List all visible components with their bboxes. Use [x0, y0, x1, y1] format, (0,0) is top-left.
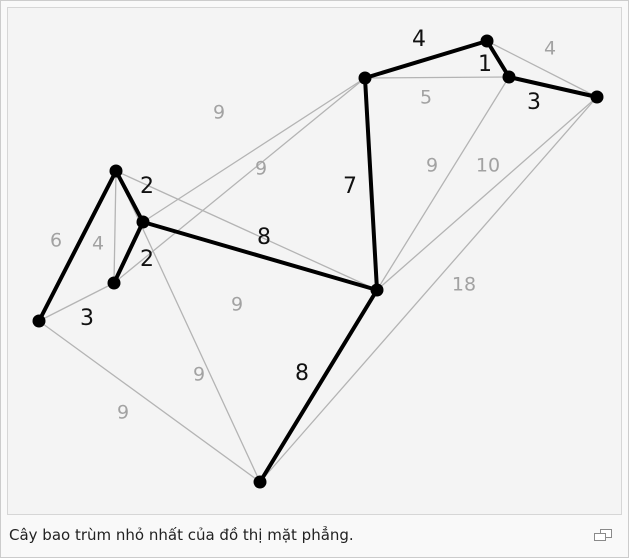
edge-weight-g-h: 1: [478, 52, 492, 77]
edge-weight-a-j: 9: [117, 402, 129, 424]
tree-edge-f-g: [363, 39, 489, 80]
edge-weight-j-i: 18: [452, 274, 476, 296]
edge-weight-c-e: 8: [257, 225, 271, 250]
edge-weight-a-d: 6: [50, 230, 62, 252]
edge-weight-e-i: 10: [476, 155, 500, 177]
tree-edge-e-f: [363, 76, 379, 292]
graph-figure[interactable]: 3 2 2 8 8 7 4 1 3 6 9 4 9 9 9 9 5 9 10 18 4: [7, 7, 622, 515]
tree-edge-h-i: [507, 75, 599, 99]
edge-weight-g-i: 4: [544, 38, 556, 60]
vertex-e: [370, 283, 384, 297]
tree-edge-e-j: [258, 288, 379, 484]
tree-edges: [37, 39, 599, 484]
edge-weight-b-e: 9: [231, 294, 243, 316]
graph-edge-a-d: [38, 282, 115, 322]
edge-weight-c-f: 9: [255, 158, 267, 180]
tree-edge-c-e: [141, 220, 379, 292]
edge-weight-e-j: 8: [295, 361, 309, 386]
graph-edge-a-j: [38, 320, 261, 483]
caption-text: Cây bao trùm nhỏ nhất của đồ thị mặt phẳ…: [9, 526, 354, 544]
graph-edge-e-h: [376, 76, 510, 291]
edge-weight-labels: 3 2 2 8 8 7 4 1 3 6 9 4 9 9 9 9 5 9 10 18 4: [50, 27, 556, 424]
graph-vertices: [32, 34, 604, 489]
edge-weight-b-c: 2: [140, 174, 154, 199]
vertex-d: [107, 276, 121, 290]
edge-weight-b-j: 9: [193, 364, 205, 386]
edge-weight-d-f: 9: [213, 102, 225, 124]
enlarge-icon[interactable]: [592, 527, 614, 543]
vertex-i: [590, 90, 604, 104]
graph-edge-b-e: [115, 170, 378, 291]
mst-graph-diagram: 3 2 2 8 8 7 4 1 3 6 9 4 9 9 9 9 5 9 10 18 4: [32, 27, 604, 489]
edge-weight-e-f: 7: [343, 174, 357, 199]
edge-weight-h-i: 3: [527, 90, 541, 115]
edge-weight-c-d: 2: [140, 247, 154, 272]
edge-weight-f-g: 4: [412, 27, 426, 52]
edge-weight-a-b: 3: [80, 306, 94, 331]
vertex-b: [109, 164, 123, 178]
graph-edge-f-h: [364, 76, 510, 79]
graph-edge-c-f: [142, 77, 366, 223]
graph-edge-g-i: [486, 40, 598, 98]
graph-edge-b-j: [115, 170, 261, 483]
graph-edge-j-i: [259, 96, 598, 483]
vertex-g: [480, 34, 494, 48]
graph-edge-b-d: [113, 170, 117, 284]
vertex-j: [253, 475, 267, 489]
edge-weight-b-d: 4: [92, 233, 104, 255]
vertex-f: [358, 71, 372, 85]
edge-weight-e-h: 9: [426, 155, 438, 177]
tree-edge-g-h: [485, 39, 511, 79]
vertex-a: [32, 314, 46, 328]
tree-edge-a-b: [37, 169, 118, 323]
graph-edge-e-i: [376, 96, 598, 291]
edge-weight-f-h: 5: [420, 87, 432, 109]
vertex-h: [502, 70, 516, 84]
graph-edge-d-f: [113, 77, 366, 284]
thumbnail-caption: Cây bao trùm nhỏ nhất của đồ thị mặt phẳ…: [7, 519, 622, 551]
tree-edge-c-d: [112, 220, 145, 285]
vertex-c: [136, 215, 150, 229]
tree-edge-b-c: [114, 169, 145, 224]
